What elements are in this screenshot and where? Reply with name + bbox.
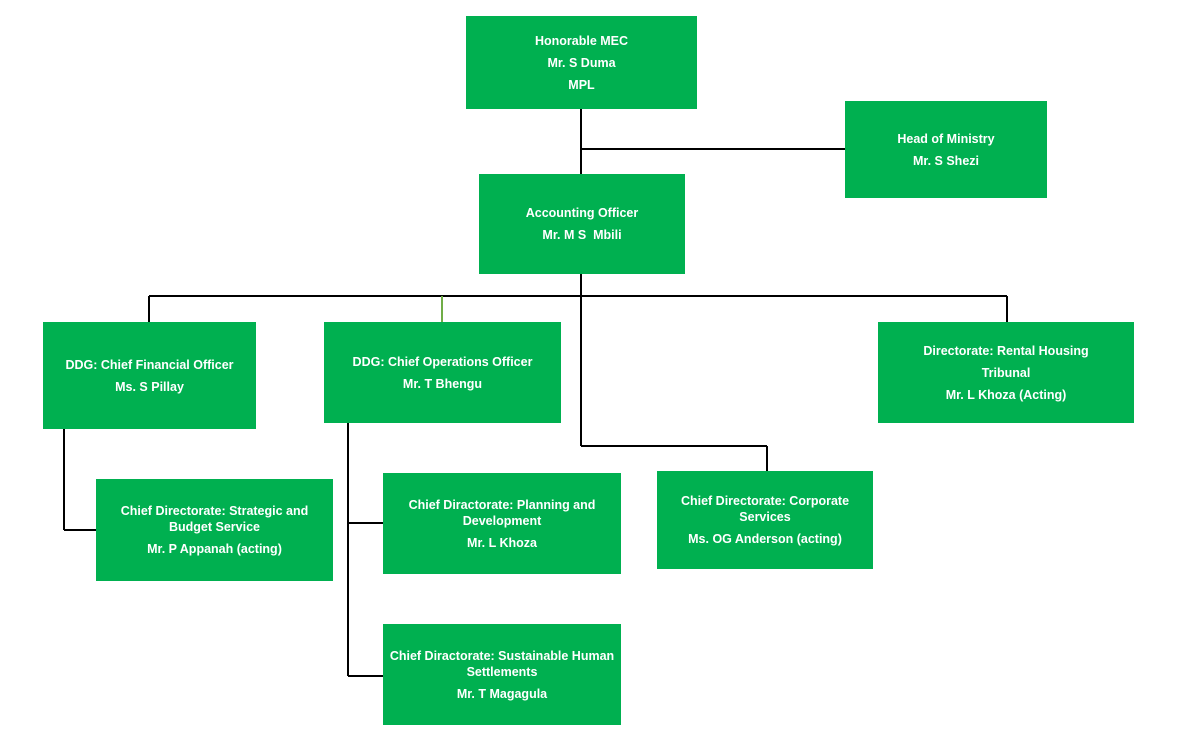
node-head-of-ministry: Head of Ministry Mr. S Shezi [845, 101, 1047, 198]
sustainable-name: Mr. T Magagula [456, 686, 548, 701]
coo-title: DDG: Chief Operations Officer [352, 354, 533, 369]
cfo-title: DDG: Chief Financial Officer [65, 357, 234, 372]
node-strategic-budget-service: Chief Directorate: Strategic and Budget … [96, 479, 333, 581]
corporate-title: Chief Directorate: Corporate Services [680, 494, 850, 524]
accounting-officer-name: Mr. M S Mbili [542, 228, 622, 242]
mec-suffix: MPL [568, 77, 595, 92]
node-honorable-mec: Honorable MEC Mr. S Duma MPL [466, 16, 697, 109]
planning-name: Mr. L Khoza [467, 535, 537, 550]
mec-name: Mr. S Duma [547, 55, 616, 70]
node-planning-development: Chief Diractorate: Planning and Developm… [383, 473, 621, 574]
rental-title-line1: Directorate: Rental Housing [923, 343, 1089, 358]
node-rental-housing-tribunal: Directorate: Rental Housing Tribunal Mr.… [878, 322, 1134, 423]
rental-title-line2: Tribunal [981, 365, 1031, 380]
node-accounting-officer: Accounting Officer Mr. M S Mbili [479, 174, 685, 274]
mec-title: Honorable MEC [534, 33, 629, 48]
node-sustainable-human-settlements: Chief Diractorate: Sustainable Human Set… [383, 624, 621, 725]
node-corporate-services: Chief Directorate: Corporate Services Ms… [657, 471, 873, 569]
planning-title: Chief Diractorate: Planning and Developm… [408, 497, 596, 528]
corporate-name: Ms. OG Anderson (acting) [688, 532, 842, 546]
strategic-budget-title: Chief Directorate: Strategic and Budget … [120, 504, 309, 534]
coo-name: Mr. T Bhengu [402, 376, 483, 391]
node-chief-financial-officer: DDG: Chief Financial Officer Ms. S Pilla… [43, 322, 256, 429]
strategic-budget-name: Mr. P Appanah (acting) [147, 542, 282, 556]
sustainable-title: Chief Diractorate: Sustainable Human Set… [389, 648, 615, 679]
accounting-officer-title: Accounting Officer [525, 206, 639, 220]
head-of-ministry-title: Head of Ministry [897, 131, 995, 146]
cfo-name: Ms. S Pillay [115, 379, 184, 394]
head-of-ministry-name: Mr. S Shezi [913, 153, 979, 168]
node-chief-operations-officer: DDG: Chief Operations Officer Mr. T Bhen… [324, 322, 561, 423]
rental-name: Mr. L Khoza (Acting) [945, 387, 1067, 402]
